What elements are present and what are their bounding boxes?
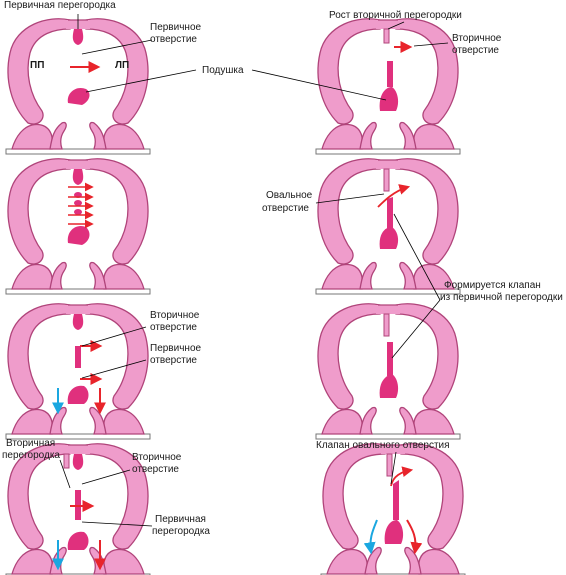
label-oval-foramen-2: отверстие: [262, 203, 309, 214]
label-primary-foramen-b1: Первичное: [150, 343, 202, 354]
label-secondary-foramen-c1: Вторичное: [132, 452, 182, 463]
label-secondary-foramen-b2: отверстие: [150, 322, 197, 333]
panel-6: [315, 303, 461, 440]
panel-1: [5, 18, 151, 155]
label-primary-septum-b1: Первичная: [155, 514, 206, 525]
label-secondary-septum-growth: Рост вторичной перегородки: [329, 10, 462, 21]
label-secondary-foramen-c2: отверстие: [132, 464, 179, 475]
label-secondary-foramen-a2: отверстие: [452, 45, 499, 56]
cushion: [379, 87, 399, 111]
panel-8: [320, 443, 466, 575]
label-secondary-septum-1: Вторичная: [6, 438, 55, 449]
secondary-septum-growth: [383, 28, 390, 44]
label-primary-foramen-1: Первичное: [150, 22, 202, 33]
secondary-septum: [383, 313, 390, 337]
label-secondary-septum-2: перегородка: [2, 450, 60, 461]
label-primary-septum-b2: перегородка: [152, 526, 210, 537]
cushion: [67, 531, 89, 550]
cushion: [384, 520, 404, 544]
panel-3: [5, 158, 151, 295]
cushion: [67, 87, 90, 105]
label-oval-valve: Клапан овального отверстия: [316, 440, 450, 451]
flow-arrow: [390, 466, 414, 487]
leader-lines: [59, 14, 449, 527]
panel-5: [5, 303, 151, 440]
primary-septum: [387, 342, 393, 376]
label-secondary-foramen-b1: Вторичное: [150, 310, 200, 321]
secondary-septum: [383, 168, 390, 192]
label-valve-forming-2: из первичной перегородки: [440, 292, 563, 303]
cushion: [67, 385, 89, 404]
label-primary-septum-top: Первичная перегородка: [4, 0, 116, 11]
label-left-atrium: ЛП: [115, 60, 129, 71]
label-cushion: Подушка: [202, 65, 244, 76]
cushion: [379, 227, 399, 249]
flow-arrow-down: [406, 519, 423, 555]
label-secondary-foramen-a1: Вторичное: [452, 33, 502, 44]
cushion: [67, 225, 90, 245]
panel-7: [5, 443, 151, 575]
flow-arrow: [377, 184, 411, 208]
panel-2: [315, 18, 461, 155]
panel-4: [315, 158, 461, 295]
primary-septum-upper: [72, 454, 84, 470]
label-oval-foramen-1: Овальное: [266, 190, 313, 201]
label-right-atrium: ПП: [30, 60, 44, 71]
secondary-septum: [386, 453, 393, 477]
primary-septum: [393, 480, 399, 520]
secondary-septum: [63, 453, 70, 469]
label-primary-foramen-b2: отверстие: [150, 355, 197, 366]
cushion: [379, 374, 399, 398]
primary-septum-lower: [75, 346, 81, 368]
primary-septum-upper: [72, 314, 84, 330]
perforation: [74, 200, 82, 206]
label-valve-forming-1: Формируется клапан: [444, 280, 541, 291]
primary-septum: [387, 197, 393, 229]
label-primary-foramen-2: отверстие: [150, 34, 197, 45]
primary-septum-upper: [72, 169, 84, 185]
perforation: [74, 209, 82, 215]
flow-arrow-blue: [363, 519, 378, 555]
primary-septum: [387, 61, 393, 87]
primary-septum: [72, 29, 84, 45]
labels: Первичная перегородка Первичное отверсти…: [2, 0, 563, 537]
